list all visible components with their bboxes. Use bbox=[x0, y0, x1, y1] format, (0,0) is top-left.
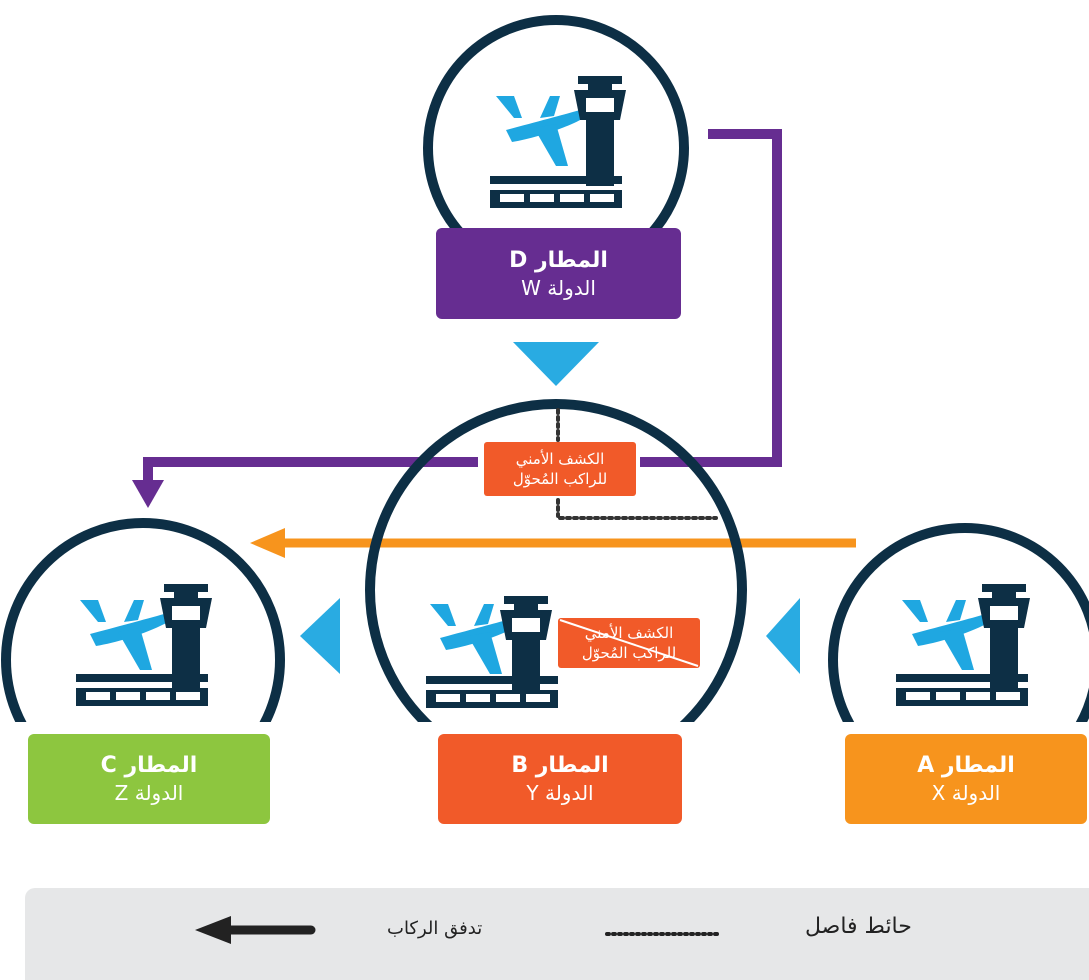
airport-b-label: المطار B الدولة Y bbox=[438, 734, 682, 824]
screening-crossed-line1: الكشف الأمني bbox=[584, 624, 674, 642]
airport-b-country: الدولة Y bbox=[526, 781, 594, 805]
flow-arrow-left-b-to-c bbox=[300, 598, 340, 674]
screening-line2: للراكب المُحوّل bbox=[512, 470, 608, 488]
airport-b-node bbox=[365, 399, 747, 722]
airport-a-node bbox=[828, 523, 1089, 722]
route-a-to-c-arrowhead bbox=[250, 528, 285, 558]
passenger-flow-label: تدفق الركاب bbox=[387, 918, 483, 939]
airport-b-name: المطار B bbox=[511, 753, 609, 778]
route-d-to-c-left bbox=[143, 457, 478, 490]
airport-d-node bbox=[423, 15, 689, 230]
terminal-icon bbox=[896, 674, 1028, 706]
airport-c-node bbox=[1, 518, 285, 722]
terminal-icon bbox=[426, 676, 558, 708]
airport-a-name: المطار A bbox=[917, 753, 1015, 778]
flow-arrow-down bbox=[513, 342, 599, 386]
transfer-screening-crossed: الكشف الأمني للراكب المُحوّل bbox=[558, 618, 700, 668]
route-d-to-c-arrowhead bbox=[132, 480, 164, 508]
airport-d-label: المطار D الدولة W bbox=[436, 228, 681, 319]
flow-arrow-left-a-to-b bbox=[766, 598, 800, 674]
screening-line1: الكشف الأمني bbox=[515, 450, 605, 468]
transfer-screening-active: الكشف الأمني للراكب المُحوّل bbox=[484, 442, 636, 496]
airplane-takeoff-icon bbox=[496, 96, 587, 166]
control-tower-icon bbox=[500, 596, 552, 706]
airport-d-country: الدولة W bbox=[521, 275, 596, 300]
terminal-icon bbox=[490, 176, 622, 208]
airport-c-label: المطار C الدولة Z bbox=[28, 734, 270, 824]
legend: تدفق الركاب حائط فاصل bbox=[25, 888, 1089, 980]
airport-a-label: المطار A الدولة X bbox=[845, 734, 1087, 824]
airplane-takeoff-icon bbox=[902, 600, 993, 670]
screening-crossed-line2: للراكب المُحوّل bbox=[581, 644, 677, 662]
strike-through-icon bbox=[559, 619, 699, 667]
airport-c-name: المطار C bbox=[100, 753, 198, 778]
passenger-flow-arrow-icon bbox=[195, 916, 316, 944]
airport-c-country: الدولة Z bbox=[114, 781, 184, 805]
route-d-to-c bbox=[640, 129, 782, 467]
airport-d-name: المطار D bbox=[509, 247, 608, 273]
airplane-takeoff-icon bbox=[80, 600, 171, 670]
separator-wall-label: حائط فاصل bbox=[805, 914, 912, 939]
airport-a-country: الدولة X bbox=[931, 781, 1001, 805]
control-tower-icon bbox=[574, 76, 626, 186]
separator-wall-dotted-icon bbox=[605, 932, 719, 936]
terminal-icon bbox=[76, 674, 208, 706]
